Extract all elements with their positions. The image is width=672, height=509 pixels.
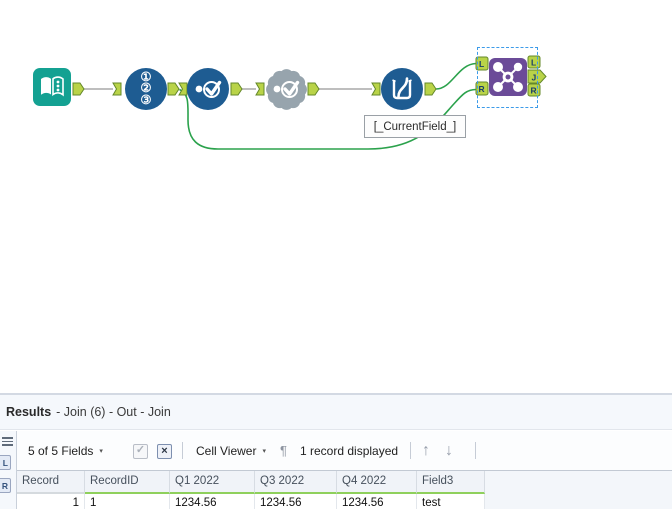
output-anchor-icon[interactable]: [424, 82, 437, 96]
results-header: Results - Join (6) - Out - Join: [0, 395, 672, 430]
record-id-tool[interactable]: ① ② ③: [125, 68, 167, 110]
arrow-up-icon[interactable]: ↑: [422, 441, 430, 459]
table-cell: 1234.56: [337, 494, 417, 509]
output-select-right-button[interactable]: R: [0, 478, 11, 493]
toolbar-separator: [410, 442, 411, 459]
input-data-tool[interactable]: [33, 68, 71, 106]
results-toolbar: 5 of 5 Fields ▾ ✓ × Cell Viewer ▾ ¶ 1 re…: [16, 431, 672, 470]
output-select-left-button[interactable]: L: [0, 455, 11, 470]
open-book-icon: [41, 76, 64, 97]
dot-check-icon: [195, 80, 222, 98]
panel-divider[interactable]: [0, 393, 672, 395]
cell-viewer-dropdown[interactable]: Cell Viewer ▾: [196, 443, 266, 458]
input-anchor-icon[interactable]: [371, 82, 381, 96]
table-cell: 1: [17, 494, 85, 509]
table-header-row: Record RecordID Q1 2022 Q3 2022 Q4 2022 …: [17, 471, 485, 494]
gear-dot-check-icon: [273, 80, 300, 98]
results-title-suffix: - Join (6) - Out - Join: [56, 405, 171, 419]
record-count-label: 1 record displayed: [300, 443, 399, 458]
workflow-canvas[interactable]: L R L J R: [0, 0, 672, 393]
one-two-three-icon: ① ② ③: [140, 69, 152, 107]
column-header[interactable]: Q1 2022: [170, 471, 255, 494]
menu-icon[interactable]: [2, 437, 13, 447]
input-anchor-icon[interactable]: [255, 82, 265, 96]
table-cell: 1: [85, 494, 170, 509]
results-side-strip: L R: [0, 431, 17, 509]
output-anchor-icon[interactable]: [167, 82, 180, 96]
column-header[interactable]: RecordID: [85, 471, 170, 494]
results-body: L R 5 of 5 Fields ▾ ✓ × Cell Viewer ▾ ¶ …: [0, 431, 672, 509]
output-anchor-icon[interactable]: [307, 82, 320, 96]
tool-annotation: [_CurrentField_]: [364, 115, 466, 138]
toolbar-separator: [182, 442, 183, 459]
fields-dropdown[interactable]: 5 of 5 Fields ▾: [28, 443, 103, 458]
results-table: Record RecordID Q1 2022 Q3 2022 Q4 2022 …: [17, 471, 485, 509]
dynamic-select-tool[interactable]: [262, 65, 310, 113]
join-output-join-label: J: [532, 73, 537, 83]
table-cell: 1234.56: [170, 494, 255, 509]
green-wire: [179, 62, 477, 150]
column-header[interactable]: Q4 2022: [337, 471, 417, 494]
results-grid-area: Record RecordID Q1 2022 Q3 2022 Q4 2022 …: [16, 470, 672, 509]
deselect-all-icon[interactable]: ×: [157, 444, 172, 459]
toolbar-separator: [475, 442, 476, 459]
join-molecule-icon: [493, 62, 523, 92]
multi-field-formula-tool[interactable]: [381, 68, 423, 110]
column-header[interactable]: Field3: [417, 471, 485, 494]
join-tool[interactable]: [489, 58, 527, 96]
column-header[interactable]: Q3 2022: [255, 471, 337, 494]
arrow-down-icon[interactable]: ↓: [445, 441, 453, 459]
join-output-left-label: L: [531, 58, 536, 68]
join-input-left-label: L: [479, 59, 484, 69]
input-anchor-icon[interactable]: [178, 82, 188, 96]
selection-rectangle: [477, 47, 538, 108]
join-output-right-label: R: [531, 86, 537, 96]
output-anchor-icon[interactable]: [72, 82, 85, 96]
join-input-anchor-left[interactable]: [475, 56, 489, 71]
chevron-down-icon: ▾: [262, 447, 266, 455]
beaker-curve-icon: [392, 77, 412, 100]
select-tool[interactable]: [187, 68, 229, 110]
table-cell: test: [417, 494, 485, 509]
pilcrow-icon[interactable]: ¶: [280, 443, 287, 458]
join-input-anchor-right[interactable]: [475, 81, 489, 96]
input-anchor-icon[interactable]: [112, 82, 122, 96]
select-all-checkbox-icon[interactable]: ✓: [133, 444, 148, 459]
column-header[interactable]: Record: [17, 471, 85, 494]
table-cell: 1234.56: [255, 494, 337, 509]
join-input-right-label: R: [479, 84, 485, 94]
output-anchor-icon[interactable]: [230, 82, 243, 96]
results-title: Results: [6, 405, 52, 419]
connection-wires: L R L J R: [72, 55, 547, 150]
chevron-down-icon: ▾: [99, 447, 103, 455]
table-row[interactable]: 1 1 1234.56 1234.56 1234.56 test: [17, 494, 485, 509]
